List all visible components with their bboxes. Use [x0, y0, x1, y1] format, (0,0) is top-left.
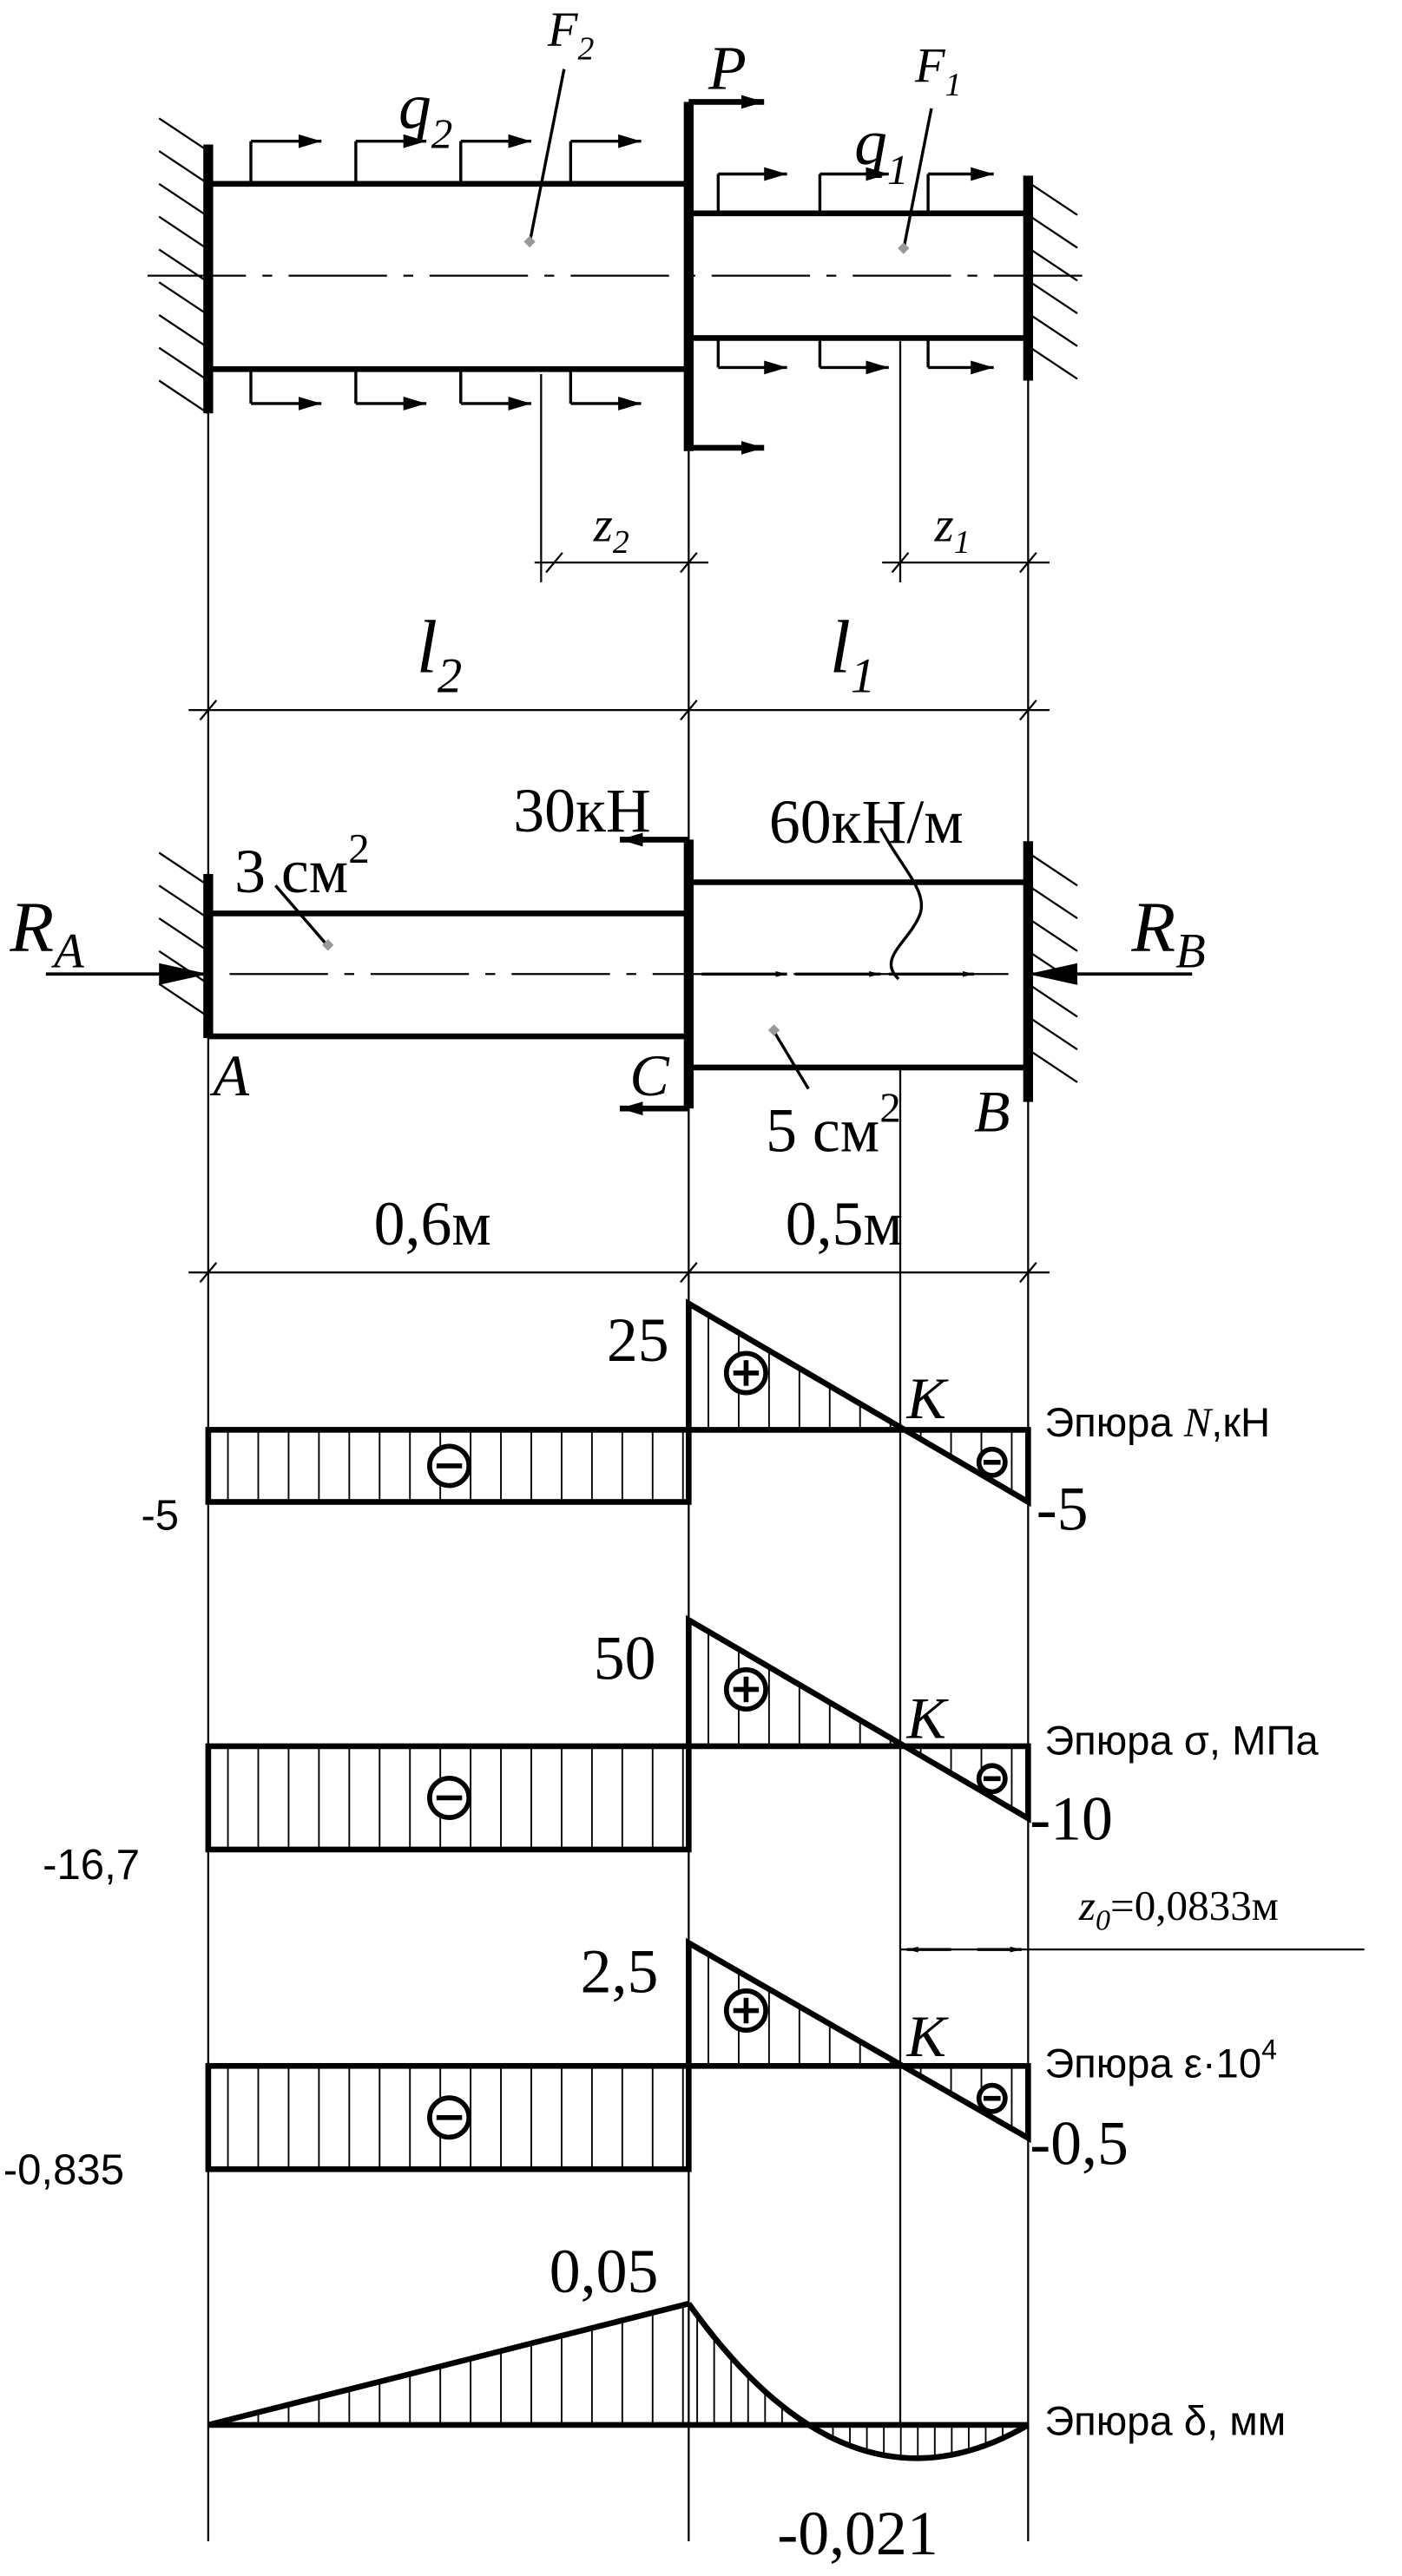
sigma-peak-value: 50	[594, 1624, 656, 1693]
z0-dimension: z0=0,0833м	[900, 1882, 1365, 1953]
eps-end-value: -0,5	[1030, 2109, 1129, 2178]
delta-title: Эпюра δ, мм	[1044, 2398, 1286, 2444]
sigma-left-value: -16,7	[43, 1842, 140, 1889]
n-title: Эпюра N,кН	[1044, 1400, 1270, 1446]
sigma-k-point: K	[906, 1686, 950, 1751]
epure-delta: 0,05 -0,021 Эпюра δ, мм	[550, 2237, 1286, 2568]
q2-arrows	[249, 134, 642, 411]
q1-arrows	[716, 167, 994, 375]
top-schematic: q2 q1 F2 F1 P z2 z1 l2 l1	[148, 3, 1083, 721]
rb-label: RB	[1130, 887, 1205, 979]
l1-label: l1	[830, 606, 875, 704]
sigma-linear-region	[686, 1614, 1031, 1824]
f2-label: F2	[547, 3, 595, 67]
n-peak-value: 25	[607, 1305, 669, 1375]
delta-peak-value: 0,05	[550, 2237, 659, 2306]
f1-leader	[902, 108, 933, 250]
point-c-label: C	[629, 1042, 669, 1108]
z0-label: z0=0,0833м	[1078, 1882, 1279, 1936]
numeric-schematic: RA RB 30кН 60кН/м 3 см2 5 см2 A C B 0,6м…	[9, 776, 1206, 1284]
f2-leader	[528, 69, 566, 244]
eps-k-point: K	[906, 2003, 950, 2069]
epure-epsilon: -0,835 2,5 -0,5 K Эпюра ε·104	[3, 1936, 1277, 2193]
epure-sigma: -16,7 50 -10 K Эпюра σ, МПа	[43, 1624, 1319, 1889]
q2-label: q2	[398, 71, 452, 158]
eps-title: Эпюра ε·104	[1044, 2034, 1277, 2087]
delta-min-value: -0,021	[777, 2499, 938, 2568]
area-left-label: 3 см2	[234, 825, 370, 906]
eps-left-value: -0,835	[3, 2146, 124, 2193]
load-leader	[879, 827, 924, 981]
ra-label: RA	[9, 887, 84, 979]
n-neg-region	[205, 1427, 692, 1505]
eps-peak-value: 2,5	[581, 1936, 659, 2006]
epures	[205, 1298, 1031, 2461]
n-left-value: -5	[141, 1493, 179, 1540]
delta-curve	[686, 2302, 1030, 2461]
sigma-neg-region	[205, 1743, 692, 1853]
eps-linear-region	[686, 1937, 1031, 2144]
right-wall-hatching	[1027, 181, 1078, 380]
force-label: 30кН	[513, 776, 650, 845]
area-right-label: 5 см2	[766, 1083, 901, 1165]
extension-lines	[207, 380, 1030, 2542]
q1-label: q1	[854, 107, 908, 194]
left-wall-hatching	[158, 117, 209, 415]
point-b-label: B	[974, 1079, 1010, 1145]
n-end-value: -5	[1037, 1475, 1089, 1544]
sigma-end-value: -10	[1030, 1784, 1113, 1854]
delta-linear-segment	[207, 2300, 690, 2428]
load-label: 60кН/м	[769, 787, 964, 857]
n-linear-region	[686, 1298, 1031, 1508]
epure-n: -5 25 -5 K Эпюра N,кН	[141, 1305, 1270, 1544]
eps-neg-region	[205, 2062, 692, 2172]
len-right-label: 0,5м	[786, 1189, 903, 1258]
n-k-point: K	[906, 1365, 950, 1431]
f1-label: F1	[914, 40, 961, 103]
sigma-title: Эпюра σ, МПа	[1044, 1718, 1319, 1764]
z1-label: z1	[934, 499, 971, 561]
point-a-label: A	[210, 1042, 250, 1108]
len-left-label: 0,6м	[374, 1189, 491, 1258]
z2-label: z2	[593, 499, 629, 561]
l2-label: l2	[417, 606, 462, 704]
p-label: P	[708, 33, 747, 102]
